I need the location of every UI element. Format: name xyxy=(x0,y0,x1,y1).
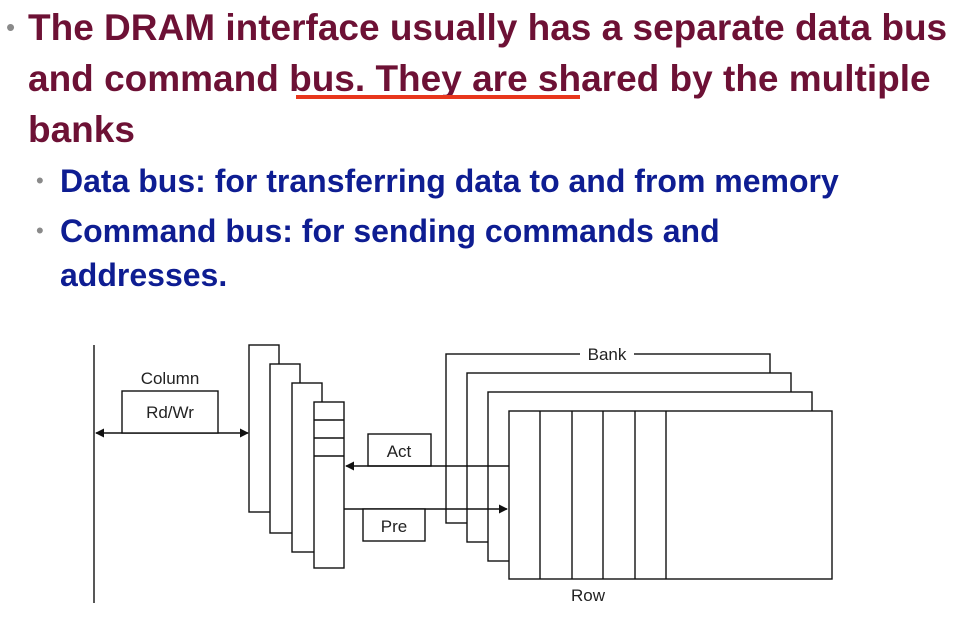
bank-label: Bank xyxy=(588,345,627,364)
sub-bullet-command-bus: Command bus: for sending commands and ad… xyxy=(60,213,720,293)
act-label: Act xyxy=(387,442,412,461)
row-label: Row xyxy=(571,586,606,605)
pre-label: Pre xyxy=(381,517,407,536)
main-bullet-part-2: . They are shared by the multiple banks xyxy=(28,58,931,150)
act-box xyxy=(367,433,432,467)
bullet-dot: • xyxy=(6,12,16,42)
rdwr-label: Rd/Wr xyxy=(146,403,194,422)
column-label: Column xyxy=(141,369,200,388)
underlined-term: command bus xyxy=(104,58,355,99)
main-bullet-text: The DRAM interface usually has a separat… xyxy=(28,2,948,155)
rdwr-box xyxy=(121,390,219,434)
sub-bullet-data-bus: Data bus: for transferring data to and f… xyxy=(60,163,839,199)
buffer-4 xyxy=(313,401,345,569)
main-bullet-part-1: The DRAM interface usually has a separat… xyxy=(28,7,948,99)
sub-bullet-dot: • xyxy=(36,218,44,243)
pre-box xyxy=(362,508,426,542)
sub-bullet-dot: • xyxy=(36,168,44,193)
bank-front xyxy=(508,410,833,580)
red-underline xyxy=(296,95,580,99)
